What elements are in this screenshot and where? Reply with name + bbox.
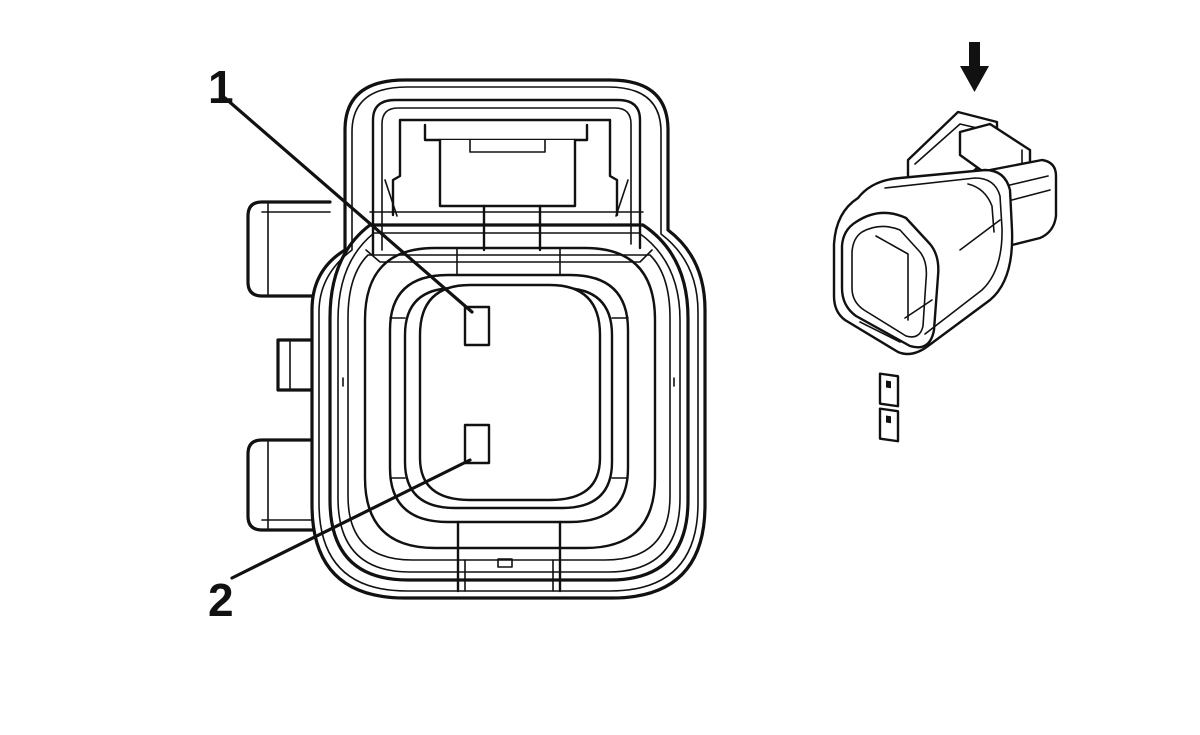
housing-3d-face xyxy=(840,211,940,349)
terminal-pin-1 xyxy=(463,305,491,347)
connector-front-view xyxy=(246,78,707,600)
pin-label-2: 2 xyxy=(208,574,234,626)
terminal-pin-2 xyxy=(463,423,491,465)
terminal-3d-pin-2 xyxy=(878,407,900,443)
connector-3d-view xyxy=(832,110,1058,443)
side-latch-top xyxy=(246,200,332,298)
pin-cavity-outer xyxy=(363,246,657,550)
pin-label-1: 1 xyxy=(208,61,234,113)
housing-3d-body xyxy=(832,168,1014,356)
top-latch xyxy=(438,138,577,208)
side-latch-middle xyxy=(276,338,320,392)
pin-callouts: 1 2 xyxy=(208,61,474,626)
leader-line-pin-1 xyxy=(223,96,474,314)
pin-cavity xyxy=(418,283,602,502)
bottom-key-slot xyxy=(456,520,562,593)
down-arrow-icon xyxy=(960,42,989,92)
housing-inner-ring xyxy=(328,223,690,582)
terminal-3d-pin-1 xyxy=(878,372,900,408)
leader-line-pin-2 xyxy=(230,458,472,580)
